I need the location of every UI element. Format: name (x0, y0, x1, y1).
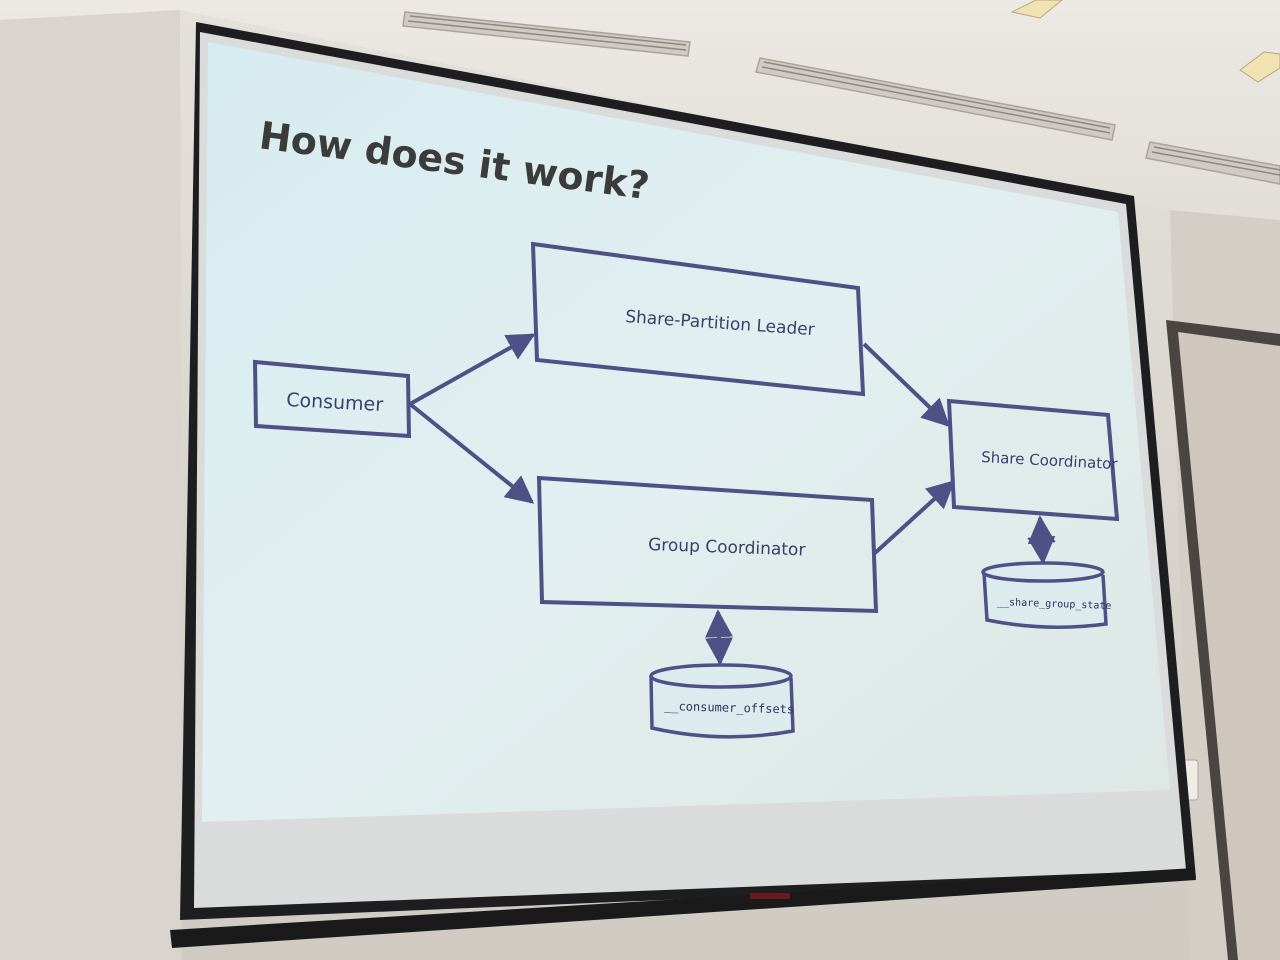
left-wall (0, 10, 182, 960)
consumer-offsets-store: __consumer_offsets (651, 665, 794, 737)
share-group-state-store: __share_group_state (983, 563, 1112, 627)
screen-brand-badge (750, 893, 790, 899)
arrow-group-coordinator-consumer-offsets (718, 612, 720, 663)
